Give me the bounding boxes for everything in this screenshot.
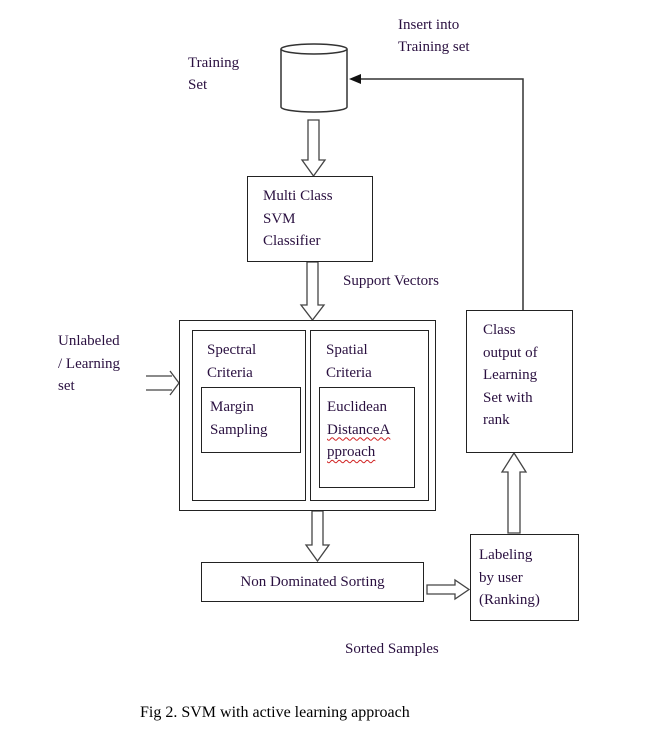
- class-output-line: Set with: [483, 389, 533, 406]
- unlabeled-label-line: Unlabeled: [58, 333, 120, 349]
- class-output-line: Class: [483, 322, 516, 338]
- spectral-title-line: Spectral: [207, 342, 257, 358]
- classifier-line: SVM: [263, 210, 296, 227]
- insert-into-training-label: Insert into Training set: [398, 14, 470, 58]
- labeling-by-user-box: Labeling by user (Ranking): [470, 534, 579, 621]
- euclidean-distance-box: Euclidean DistanceA pproach: [319, 387, 415, 488]
- figure-caption: Fig 2. SVM with active learning approach: [140, 704, 410, 721]
- spatial-title-line: Spatial: [326, 342, 368, 358]
- margin-sampling-line: Margin: [210, 399, 254, 415]
- margin-sampling-box: Margin Sampling: [201, 387, 301, 453]
- training-set-label-line: Training: [188, 55, 240, 71]
- training-set-label: Training Set: [188, 52, 239, 96]
- training-set-database-icon: [280, 43, 348, 113]
- arrow-classifier-to-criteria: [299, 261, 326, 322]
- spectral-title-line: Criteria: [207, 364, 253, 381]
- arrow-labeling-to-output: [500, 451, 528, 534]
- spatial-title-line: Criteria: [326, 364, 372, 381]
- support-vectors-label: Support Vectors: [343, 273, 439, 289]
- insert-label-line: Insert into: [398, 17, 460, 33]
- euclidean-line: Euclidean: [327, 399, 387, 415]
- training-set-label-line: Set: [188, 77, 208, 93]
- class-output-box: Class output of Learning Set with rank: [466, 310, 573, 453]
- svm-classifier-box: Multi Class SVM Classifier: [247, 176, 373, 262]
- labeling-line: Labeling: [479, 547, 533, 563]
- arrow-sorting-to-labeling: [426, 578, 471, 601]
- classifier-line: Multi Class: [263, 188, 333, 204]
- non-dominated-sorting-box: Non Dominated Sorting: [201, 562, 424, 602]
- insert-label-line: Training set: [398, 39, 470, 55]
- arrow-unlabeled-to-criteria: [146, 370, 180, 396]
- labeling-line: by user: [479, 569, 523, 586]
- arrow-criteria-to-sorting: [304, 510, 331, 563]
- euclidean-line: DistanceA: [327, 421, 391, 438]
- unlabeled-learning-set-label: Unlabeled / Learning set: [58, 330, 120, 398]
- sorted-samples-label: Sorted Samples: [345, 641, 439, 657]
- unlabeled-label-line: set: [58, 378, 75, 394]
- margin-sampling-line: Sampling: [210, 421, 268, 438]
- euclidean-line: pproach: [327, 444, 376, 460]
- labeling-line: (Ranking): [479, 592, 540, 608]
- class-output-line: output of: [483, 344, 538, 361]
- arrow-insert-into-training: [349, 74, 524, 310]
- arrow-training-to-classifier: [300, 119, 327, 178]
- class-output-line: rank: [483, 412, 510, 428]
- classifier-line: Classifier: [263, 233, 321, 249]
- unlabeled-label-line: / Learning: [58, 355, 121, 372]
- class-output-line: Learning: [483, 367, 538, 383]
- sorting-box-text: Non Dominated Sorting: [240, 574, 385, 590]
